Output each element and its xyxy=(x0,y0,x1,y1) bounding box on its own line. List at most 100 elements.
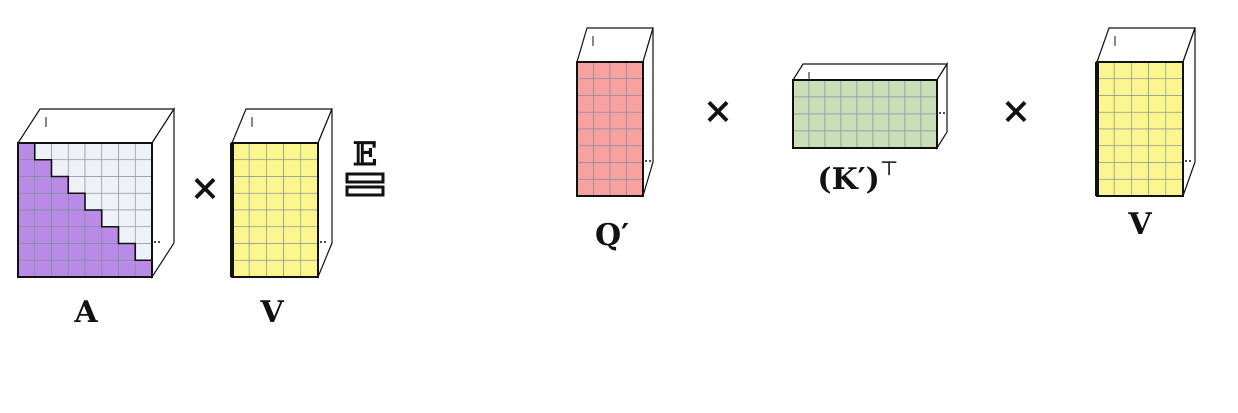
matrix-cell xyxy=(84,192,103,211)
cube-front-outline xyxy=(17,142,153,278)
cube-top-face xyxy=(1096,27,1196,63)
matrix-cell xyxy=(51,159,69,177)
matrix-cell xyxy=(1096,61,1115,80)
matrix-cell xyxy=(626,61,644,80)
matrix-cell xyxy=(283,192,302,211)
matrix-cell xyxy=(134,159,153,177)
matrix-cell xyxy=(134,142,153,161)
matrix-cell xyxy=(266,259,284,278)
matrix-cell xyxy=(904,113,922,132)
matrix-cell xyxy=(1148,128,1167,147)
matrix-k-transpose-superscript: ⊤ xyxy=(880,156,899,180)
matrix-cell xyxy=(576,162,594,180)
matrix-cell xyxy=(283,159,302,177)
matrix-cell xyxy=(626,78,644,96)
matrix-cell xyxy=(1148,78,1167,96)
matrix-cell xyxy=(808,79,826,98)
matrix-cell xyxy=(609,111,627,130)
matrix-cell xyxy=(67,159,86,177)
matrix-cell xyxy=(1131,128,1149,147)
matrix-cell xyxy=(84,176,103,194)
matrix-cell xyxy=(920,96,938,115)
matrix-cell xyxy=(609,145,627,163)
matrix-cell xyxy=(593,145,611,163)
matrix-cell xyxy=(1148,145,1167,163)
matrix-cell xyxy=(118,176,136,194)
matrix-cell xyxy=(248,243,267,261)
matrix-cell xyxy=(1113,145,1132,163)
matrix-cell xyxy=(67,243,86,261)
matrix-cell xyxy=(840,79,858,98)
matrix-cell xyxy=(593,128,611,147)
matrix-cell xyxy=(593,162,611,180)
matrix-cell xyxy=(1131,162,1149,180)
matrix-cell xyxy=(1165,145,1184,163)
matrix-cell xyxy=(17,226,36,244)
matrix-k-label: (K′)⊤ xyxy=(817,156,898,197)
multiply-operator-left: × xyxy=(190,167,220,209)
matrix-cell xyxy=(872,130,890,149)
matrix-cell xyxy=(1113,178,1132,197)
matrix-cell xyxy=(266,142,284,161)
matrix-cell xyxy=(1096,162,1115,180)
matrix-cell xyxy=(248,192,267,211)
matrix-cell xyxy=(101,142,119,161)
matrix-cell xyxy=(1113,111,1132,130)
matrix-cell xyxy=(626,95,644,113)
matrix-cell xyxy=(17,259,36,278)
matrix-cell xyxy=(231,159,250,177)
matrix-k-label-text: (K′) xyxy=(817,162,879,197)
matrix-cell xyxy=(67,176,86,194)
matrix-cell xyxy=(51,226,69,244)
matrix-cell xyxy=(1165,78,1184,96)
matrix-cell xyxy=(576,145,594,163)
cube-top-face xyxy=(576,27,654,63)
matrix-cell xyxy=(101,192,119,211)
matrix-cell xyxy=(1131,178,1149,197)
matrix-cell xyxy=(67,209,86,228)
matrix-cell xyxy=(84,142,103,161)
cube-front-outline xyxy=(576,61,644,197)
matrix-cell xyxy=(34,259,52,278)
matrix-cell xyxy=(84,226,103,244)
matrix-cell xyxy=(300,142,319,161)
matrix-cell xyxy=(609,78,627,96)
matrix-cell xyxy=(593,178,611,197)
matrix-cell xyxy=(283,226,302,244)
matrix-cell xyxy=(118,159,136,177)
matrix-cell xyxy=(1165,128,1184,147)
matrix-q-cube xyxy=(576,27,654,197)
matrix-cell xyxy=(231,192,250,211)
matrix-cell xyxy=(626,128,644,147)
matrix-cell xyxy=(1096,178,1115,197)
matrix-cell xyxy=(808,113,826,132)
matrix-cell xyxy=(67,259,86,278)
matrix-cell xyxy=(283,142,302,161)
matrix-cell xyxy=(134,226,153,244)
matrix-cell xyxy=(576,178,594,197)
cube-front-outline xyxy=(792,79,938,149)
matrix-cell xyxy=(266,209,284,228)
matrix-cell xyxy=(134,259,153,278)
matrix-cell xyxy=(51,142,69,161)
matrix-cell xyxy=(17,192,36,211)
matrix-cell xyxy=(872,96,890,115)
matrix-k-transpose-cube xyxy=(791,61,949,151)
matrix-cell xyxy=(84,259,103,278)
matrix-cell xyxy=(101,209,119,228)
matrix-cell xyxy=(51,259,69,278)
matrix-cell xyxy=(34,159,52,177)
matrix-cell xyxy=(17,176,36,194)
matrix-cell xyxy=(609,178,627,197)
matrix-cell xyxy=(856,96,874,115)
matrix-cell xyxy=(266,226,284,244)
expectation-symbol: 𝔼 xyxy=(353,135,377,173)
matrix-cell xyxy=(840,113,858,132)
matrix-cell xyxy=(904,130,922,149)
matrix-cell xyxy=(101,176,119,194)
matrix-cell xyxy=(840,130,858,149)
matrix-cell xyxy=(134,209,153,228)
matrix-cell xyxy=(67,226,86,244)
matrix-cell xyxy=(1096,78,1115,96)
matrix-cell xyxy=(231,142,250,161)
